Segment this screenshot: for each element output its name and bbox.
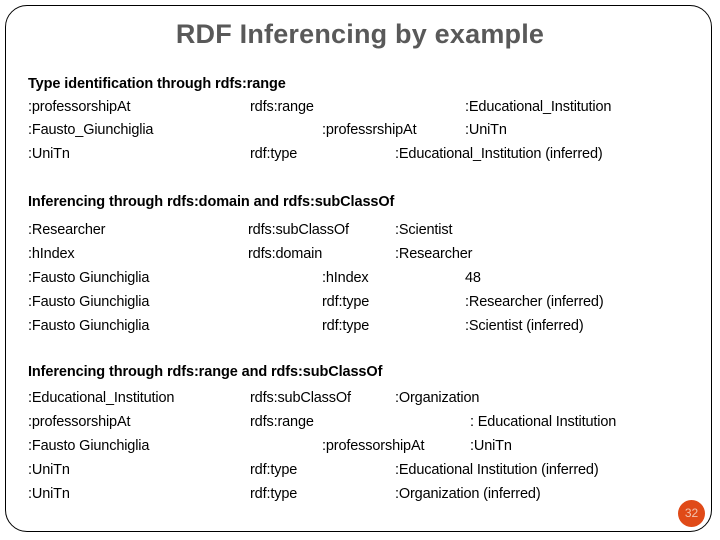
triple-predicate: rdfs:domain [248, 246, 323, 262]
triple-object: :Educational Institution (inferred) [395, 462, 599, 478]
triple-subject: :Fausto Giunchiglia [28, 294, 150, 310]
triple-predicate: :professrshipAt [322, 122, 417, 138]
triple-predicate: rdf:type [250, 146, 298, 162]
triple-subject: :professorshipAt [28, 99, 131, 115]
triple-object: :UniTn [470, 438, 512, 454]
triple-row: :Fausto Giunchiglia rdf:type :Scientist (i… [0, 318, 720, 341]
block-heading: Type identification through rdfs:range [28, 76, 286, 92]
triple-subject: :UniTn [28, 146, 70, 162]
page-number-badge: 32 [678, 500, 705, 527]
triple-row: :hIndex rdfs:domain :Researcher [0, 246, 720, 269]
triple-row: :professorshipAt rdfs:range :Educational_I… [0, 99, 720, 122]
triple-predicate: rdf:type [322, 294, 370, 310]
triple-subject: :Educational_Institution [28, 390, 175, 406]
triple-row: :Fausto_Giunchiglia :professrshipAt :UniTn [0, 122, 720, 145]
triple-object: :Educational_Institution (inferred) [395, 146, 603, 162]
triple-row: :Educational_Institution rdfs:subClassOf:… [0, 390, 720, 413]
triple-predicate: rdf:type [250, 486, 298, 502]
triple-predicate: rdfs:range [250, 99, 314, 115]
triple-object: :Researcher (inferred) [465, 294, 604, 310]
triple-subject: :UniTn [28, 462, 70, 478]
block-heading: Inferencing through rdfs:domain and rdfs… [28, 194, 395, 210]
triple-row: :UniTn rdf:type :Educational_Institution (… [0, 146, 720, 169]
triple-row: :Fausto Giunchiglia rdf:type :Researcher (… [0, 294, 720, 317]
triple-row: :UniTn rdf:type :Organization (inferred) [0, 486, 720, 509]
triple-object: :Organization [395, 390, 480, 406]
triple-subject: :Fausto_Giunchiglia [28, 122, 154, 138]
triple-predicate: rdfs:subClassOf [250, 390, 351, 406]
triple-object: :Scientist [395, 222, 453, 238]
triple-subject: :Fausto Giunchiglia [28, 318, 150, 334]
triple-row: :UniTn rdf:type :Educational Institution (… [0, 462, 720, 485]
triple-subject: :UniTn [28, 486, 70, 502]
triple-row: :Fausto Giunchiglia :professorshipAt :UniT… [0, 438, 720, 461]
triple-predicate: :professorshipAt [322, 438, 425, 454]
triple-predicate: rdf:type [250, 462, 298, 478]
triple-predicate: :hIndex [322, 270, 369, 286]
triple-predicate: rdfs:subClassOf [248, 222, 349, 238]
triple-subject: :professorshipAt [28, 414, 131, 430]
triple-subject: :Fausto Giunchiglia [28, 270, 150, 286]
block-heading: Inferencing through rdfs:range and rdfs:… [28, 364, 383, 380]
triple-subject: :Researcher [28, 222, 106, 238]
triple-predicate: rdfs:range [250, 414, 314, 430]
triple-object: :Researcher [395, 246, 473, 262]
triple-object: 48 [465, 270, 481, 286]
triple-predicate: rdf:type [322, 318, 370, 334]
triple-subject: :Fausto Giunchiglia [28, 438, 150, 454]
triple-object: :Organization (inferred) [395, 486, 541, 502]
triple-row: :Fausto Giunchiglia :hIndex 48 [0, 270, 720, 293]
triple-row: :Researcher rdfs:subClassOf :Scientist [0, 222, 720, 245]
triple-object: :UniTn [465, 122, 507, 138]
triple-object: :Educational_Institution [465, 99, 612, 115]
triple-subject: :hIndex [28, 246, 75, 262]
triple-row: :professorshipAt rdfs:range : Educational … [0, 414, 720, 437]
triple-object: :Scientist (inferred) [465, 318, 584, 334]
page-title: RDF Inferencing by example [175, 19, 545, 49]
triple-object: : Educational Institution [470, 414, 617, 430]
